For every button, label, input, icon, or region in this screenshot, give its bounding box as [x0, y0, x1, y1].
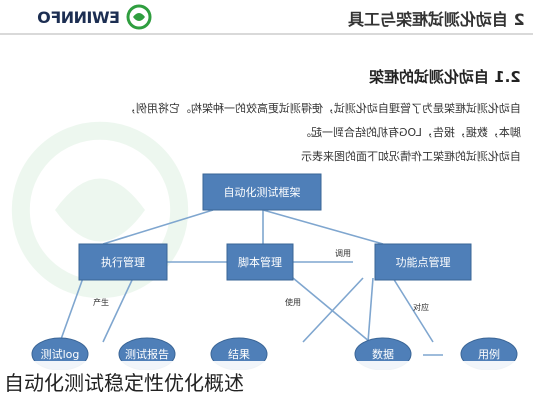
- node-execution-label: 执行管理: [101, 255, 145, 269]
- logo-swirl-icon: [126, 4, 152, 30]
- section-title: 2.1 自动化测试的框架: [369, 68, 521, 86]
- paragraph-line-2: 脚本，数据，报告，LOG有机的结合到一起。: [300, 126, 521, 139]
- label-call-1: 调用: [335, 249, 351, 258]
- node-result-label: 结果: [228, 348, 250, 361]
- node-execution: [78, 243, 168, 281]
- node-framework-label: 自动化测试框架: [224, 185, 301, 199]
- label-produce: 产生: [93, 297, 109, 307]
- edge-script-data: [292, 277, 371, 343]
- paragraph-line-3: 自动化测试的框架工作情况如下面的图来表示: [301, 150, 521, 163]
- watermark-logo-icon: [11, 121, 189, 299]
- edge-execution-report: [392, 277, 434, 343]
- edge-framework-execution: [262, 209, 384, 245]
- edge-framework-function: [102, 209, 214, 245]
- framework-diagram: 调用 使用 对应 产生 自动化测试框架 执行管理 脚本管理 功能点管理: [31, 173, 518, 370]
- logo-text: EWINNFO: [37, 7, 120, 27]
- node-use-case-label: 用例: [478, 347, 500, 361]
- caption-text: 自动化测试稳定性优化概述: [4, 371, 244, 395]
- node-function-label: 功能点管理: [396, 255, 451, 269]
- label-use: 使用: [285, 297, 301, 307]
- node-test-log-label: 测试log: [41, 348, 80, 361]
- node-framework: [202, 173, 322, 211]
- edge-function-usecase: [59, 277, 84, 343]
- edge-execution-result: [367, 277, 374, 343]
- label-correspond: 对应: [413, 302, 429, 312]
- node-script-label: 脚本管理: [238, 255, 282, 269]
- node-script: [226, 243, 294, 281]
- node-function: [374, 243, 472, 281]
- paragraph-line-1: 自动化测试框架是为了管理自动化测试，使得测试更高效的一种架构。它将用例，: [125, 102, 521, 115]
- header-title: 2 自动化测试框架与工具: [348, 10, 525, 29]
- edge-function-usecase-left: [102, 277, 134, 343]
- company-logo: EWINNFO: [4, 6, 120, 28]
- node-data-label: 数据: [372, 347, 394, 361]
- edge-execution-log: [302, 277, 364, 343]
- caption-bar: 自动化测试稳定性优化概述: [0, 361, 533, 400]
- node-test-report-label: 测试报告: [125, 347, 169, 361]
- page-header: EWINNFO 2 自动化测试框架与工具: [0, 0, 533, 35]
